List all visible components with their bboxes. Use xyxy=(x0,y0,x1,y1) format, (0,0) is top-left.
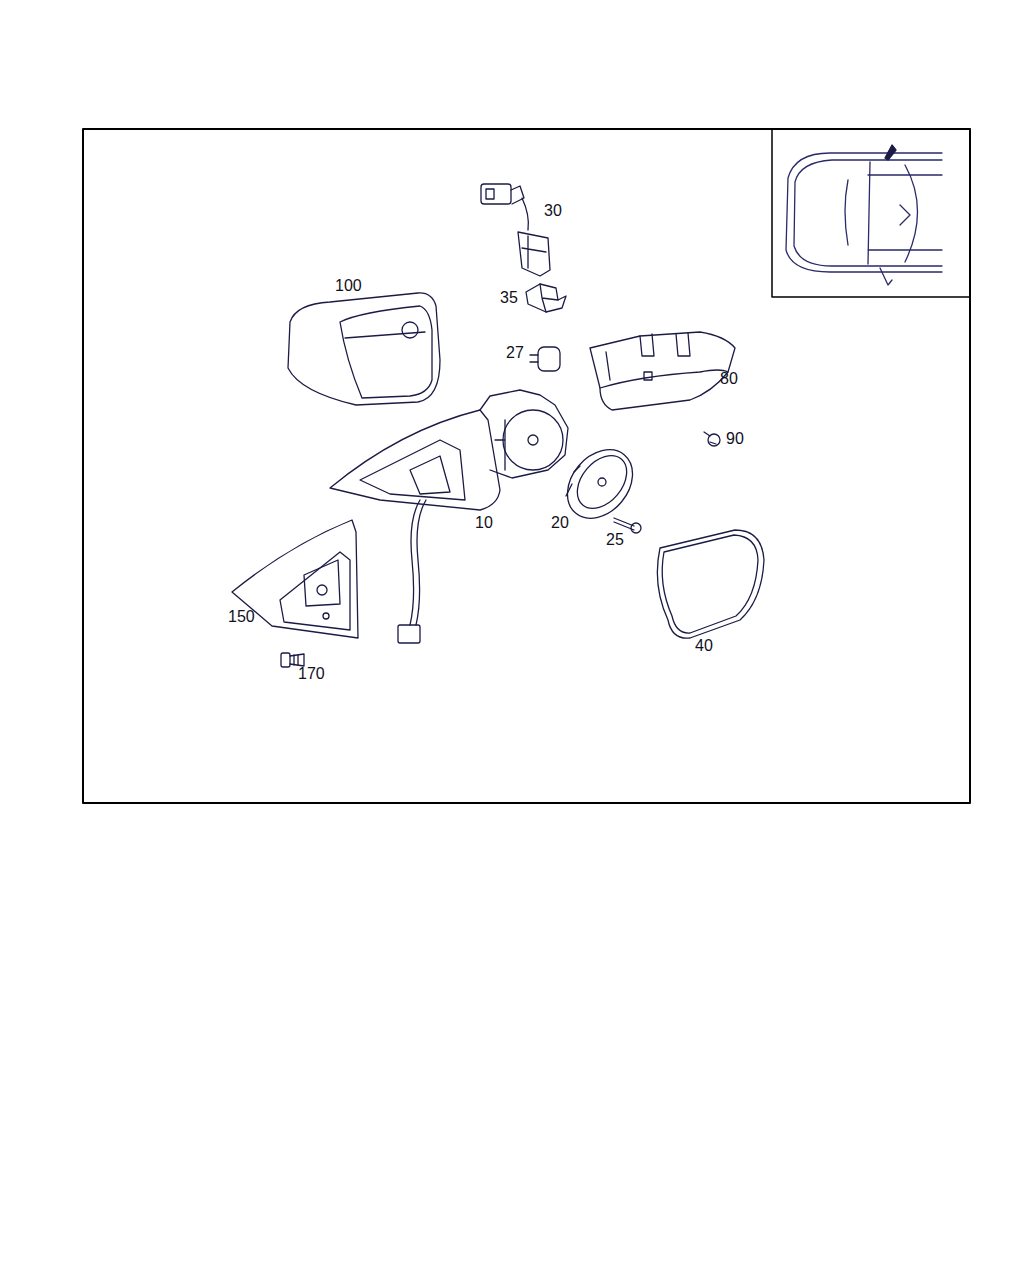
bulb xyxy=(530,347,560,371)
callout-number: 27 xyxy=(506,345,524,361)
screw xyxy=(614,518,641,533)
mirror-cap xyxy=(288,293,440,405)
callout-number: 170 xyxy=(298,666,325,682)
bracket xyxy=(526,284,566,312)
callout-number: 80 xyxy=(720,371,738,387)
lower-cover xyxy=(590,332,735,410)
diagram-frame xyxy=(83,129,970,803)
callout-number: 20 xyxy=(551,515,569,531)
callout-number: 40 xyxy=(695,638,713,654)
callout-number: 100 xyxy=(335,278,362,294)
vehicle-locator-inset xyxy=(772,129,970,297)
camera-harness xyxy=(481,184,550,276)
callout-number: 35 xyxy=(500,290,518,306)
callout-number: 10 xyxy=(475,515,493,531)
mirror-housing xyxy=(330,390,568,643)
callout-number: 25 xyxy=(606,532,624,548)
callout-number: 90 xyxy=(726,431,744,447)
mirror-glass xyxy=(657,530,764,638)
callout-number: 150 xyxy=(228,609,255,625)
callout-number: 30 xyxy=(544,203,562,219)
screw xyxy=(704,432,720,446)
bolt xyxy=(281,653,304,667)
